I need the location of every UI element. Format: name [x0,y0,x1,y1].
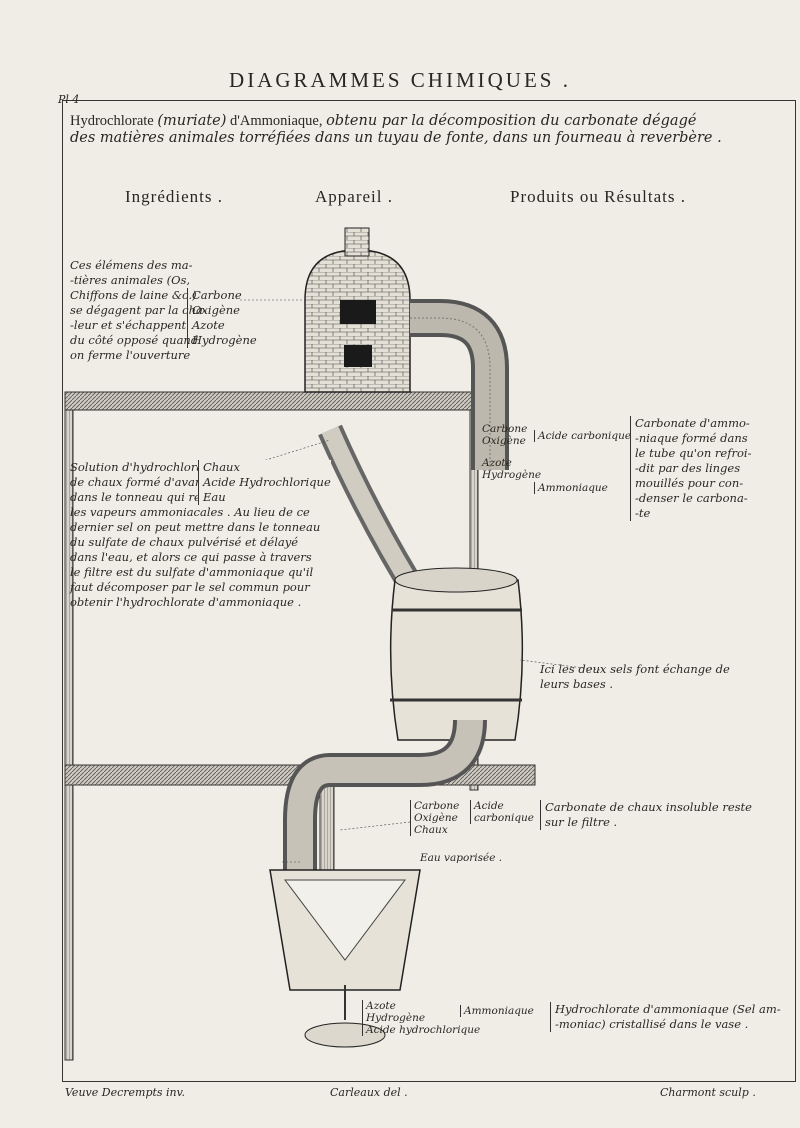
label-lower-acid: Acide carbonique [470,800,534,824]
list-solution-components: Chaux Acide Hydrochlorique Eau [198,460,331,505]
column-ingredients: Ingrédients . [125,187,223,206]
list-animal-elements: Carbone Oxigène Azote Hydrogène [187,288,257,348]
iron-pipe [410,299,509,470]
plate-frame [62,100,796,1082]
note-carbonate-result: Carbonate d'ammo- -niaque formé dans le … [630,416,785,521]
label-bottom-elements: Azote Hydrogène Acide hydrochlorique [362,1000,480,1036]
label-pipe-elements: Carbone Oxigène Azote Hydrogène [482,423,542,481]
label-bottom-ammonia: Ammoniaque [460,1005,534,1017]
plate-heading-line-1: Hydrochlorate (muriate) d'Ammoniaque, ob… [70,113,696,130]
credit-engraver: Charmont sculp . [660,1086,756,1099]
heading-italic-2: obtenu par la décomposition du carbonate… [326,113,697,129]
credit-inventor: Veuve Decrempts inv. [65,1086,186,1099]
drain-pipe [283,719,487,870]
note-bottom-result: Hydrochlorate d'ammoniaque (Sel am- -mon… [550,1002,781,1032]
filter-vessel [269,869,421,1048]
label-pipe-acid: Acide carbonique [534,430,631,442]
credit-drawer: Carleaux del . [330,1086,408,1099]
note-exchange: Ici les deux sels font échange de leurs … [540,662,730,691]
barrel [389,567,524,741]
page-title: DIAGRAMMES CHIMIQUES . [229,68,571,92]
label-lower-elements: Carbone Oxigène Chaux [410,800,459,836]
heading-italic-1: (muriate) [157,113,227,129]
label-pipe-ammonia: Ammoniaque [534,482,608,494]
heading-roman-1: Hydrochlorate [70,113,154,129]
column-apparatus: Appareil . [315,187,393,206]
label-vapour: Eau vaporisée . [420,852,503,864]
heading-roman-2: d'Ammoniaque, [230,113,323,129]
note-lower-result: Carbonate de chaux insoluble reste sur l… [540,800,752,830]
plate-heading-line-2: des matières animales torréfiées dans un… [70,130,722,146]
column-products: Produits ou Résultats . [510,187,687,206]
note-solution: Solution d'hydrochlorate de chaux formé … [70,460,321,609]
reverberatory-furnace [304,227,411,393]
note-animal-matter: Ces élémens des ma- -tières animales (Os… [70,258,207,362]
plate-number: Pl 4 [58,93,80,106]
